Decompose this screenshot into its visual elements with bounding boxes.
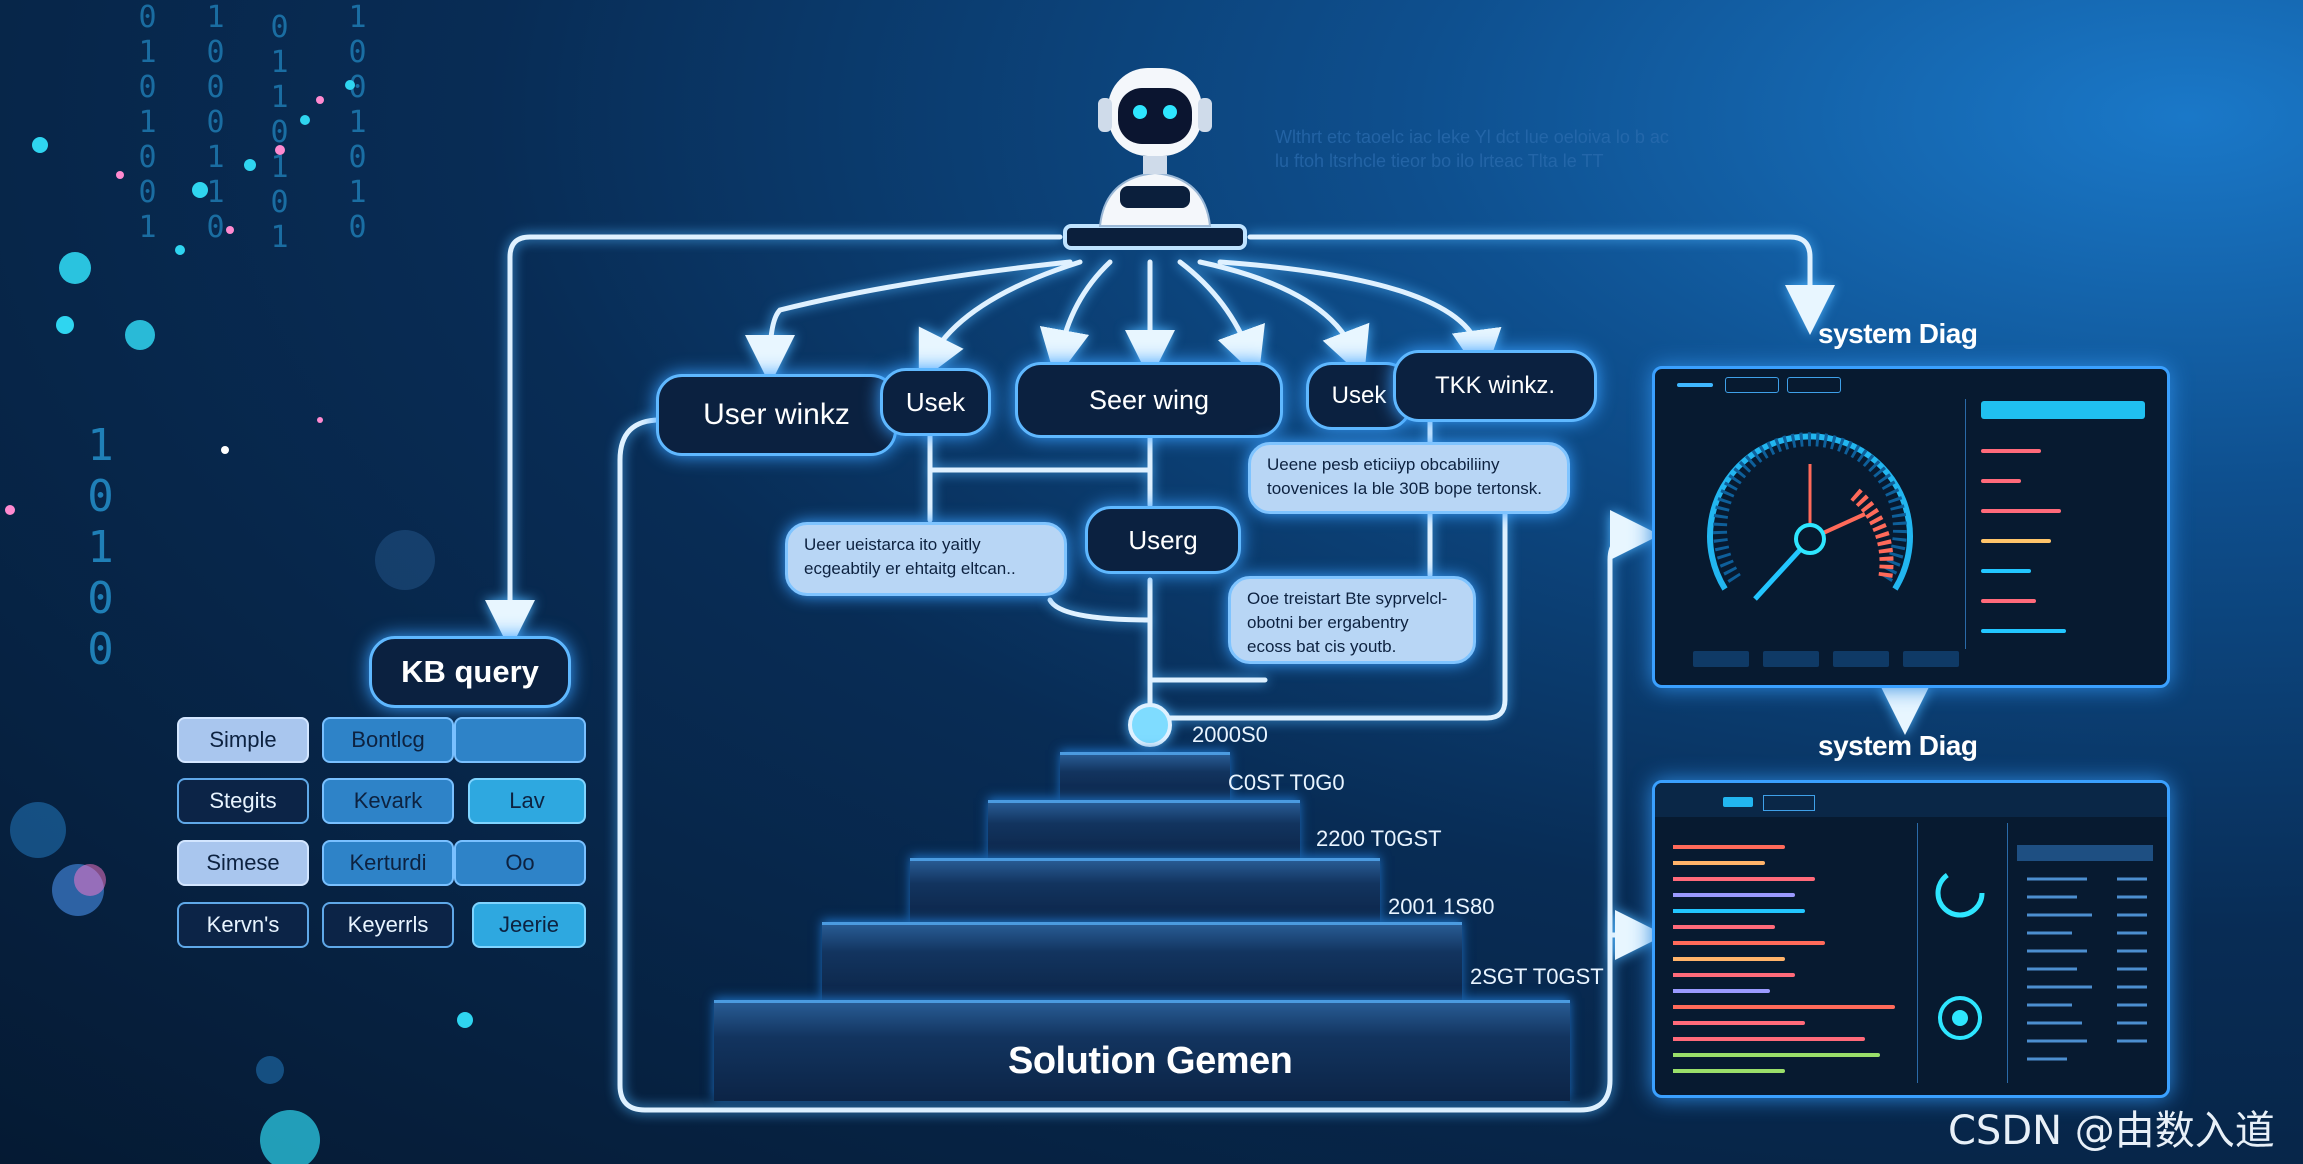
watermark: CSDN @由数入道 [1948, 1098, 2275, 1156]
kb-cell: Simese [177, 840, 309, 886]
step-label: 2SGT T0GST [1470, 964, 1604, 990]
robot-icon [1060, 68, 1250, 258]
pyramid-step [1060, 752, 1230, 803]
bubble-usek: Usek [880, 368, 991, 436]
step-label: C0ST T0G0 [1228, 770, 1345, 796]
kb-cell: Lav [468, 778, 586, 824]
status-rings [1925, 858, 1995, 1058]
kb-cell: Kerturdi [322, 840, 454, 886]
note-left: Ueer ueistarca ito yaitly ecgeabtily er … [785, 522, 1067, 596]
system-diag-heading: system Diag [1818, 730, 1977, 762]
kb-cell [454, 717, 586, 763]
step-label: 2001 1S80 [1388, 894, 1494, 920]
bubble-seer-wing: Seer wing [1015, 362, 1283, 438]
kb-cell: Bontlcg [322, 717, 454, 763]
kb-cell: Simple [177, 717, 309, 763]
kb-cell: Kervn's [177, 902, 309, 948]
dashboard-panel-gauge [1652, 366, 2170, 688]
note-right-top: Ueene pesb eticiiyp obcabiliiny toovenic… [1248, 442, 1570, 514]
dashboard-panel-logs [1652, 780, 2170, 1098]
kb-cell: Keyerrls [322, 902, 454, 948]
pyramid-step [910, 858, 1380, 925]
kb-cell: Kevark [322, 778, 454, 824]
bubble-userg: Userg [1085, 506, 1241, 574]
bubble-tkk-winkz: TKK winkz. [1393, 350, 1597, 422]
step-label: 2000S0 [1192, 722, 1268, 748]
bubble-user-winkz: User winkz [656, 374, 897, 456]
speedometer-icon [1695, 409, 1945, 639]
kb-cell: Oo [454, 840, 586, 886]
system-diag-heading: system Diag [1818, 318, 1977, 350]
step-label: 2200 T0GST [1316, 826, 1442, 852]
pyramid-step [988, 800, 1300, 861]
bubble-kb-query: KB query [369, 636, 571, 708]
pyramid-step [822, 922, 1462, 1003]
note-right-mid: Ooe treistart Bte syprvelcl- obotni ber … [1228, 576, 1476, 664]
kb-cell: Stegits [177, 778, 309, 824]
kb-cell: Jeerie [472, 902, 586, 948]
solution-title: Solution Gemen [1008, 1040, 1292, 1083]
